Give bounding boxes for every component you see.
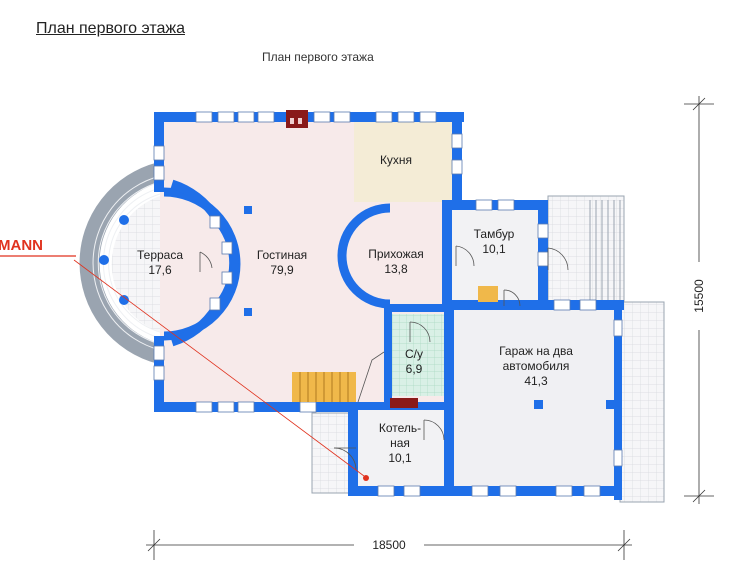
hall-wall-arc (337, 203, 391, 309)
terrace-posts (99, 215, 129, 305)
boiler-floor (358, 410, 446, 486)
room-garage: Гараж на два автомобиля 41,3 (499, 344, 573, 388)
room-living: Гостиная 79,9 (257, 248, 307, 277)
page-heading: План первого этажа (36, 20, 185, 37)
windows (153, 111, 623, 497)
room-area: 17,6 (148, 263, 172, 277)
width-dimension (146, 530, 632, 560)
room-area: 10,1 (482, 242, 506, 256)
room-area: 79,9 (270, 263, 294, 277)
doors (199, 245, 569, 471)
chimney (286, 110, 308, 128)
room-name: Гостиная (257, 248, 307, 262)
garage-apron (619, 301, 665, 503)
staircase (292, 351, 385, 403)
depth-dimension-label: 15500 (692, 279, 706, 313)
room-name: С/у (405, 347, 423, 361)
room-area: 41,3 (524, 374, 548, 388)
entry-porch (547, 195, 625, 305)
room-vestibule: Тамбур 10,1 (474, 227, 515, 256)
width-dimension-label: 18500 (372, 538, 406, 552)
terrace-steps (79, 162, 163, 364)
bathroom-floor (388, 314, 444, 396)
brand-label: MANN (0, 237, 43, 254)
room-kitchen: Кухня (380, 153, 412, 167)
room-name: Котель- (379, 421, 421, 435)
room-terrace: Терраса 17,6 (137, 248, 183, 277)
room-name: Прихожая (368, 247, 424, 261)
room-name: Гараж на два (499, 344, 573, 358)
entry-steps (589, 200, 621, 300)
room-bathroom: С/у 6,9 (405, 347, 423, 376)
callout-dot (363, 475, 369, 481)
kitchen-floor (354, 122, 452, 202)
room-name: Кухня (380, 153, 412, 167)
vestibule-floor (445, 210, 539, 300)
callout-line (73, 259, 365, 477)
columns (244, 206, 615, 409)
room-area: 10,1 (388, 451, 412, 465)
terrace-windows (209, 215, 233, 311)
boiler-vent (390, 398, 418, 408)
room-boiler: Котель- ная 10,1 (379, 421, 421, 465)
room-hall: Прихожая 13,8 (368, 247, 424, 276)
room-area: 6,9 (406, 362, 423, 376)
depth-dimension (684, 96, 714, 504)
small-stairs (478, 286, 498, 302)
room-name: Тамбур (474, 227, 515, 241)
room-area: 13,8 (384, 262, 408, 276)
room-name-line2: ная (390, 436, 410, 450)
plan-caption: План первого этажа (262, 50, 374, 64)
room-name: Терраса (137, 248, 183, 262)
garage-floor (454, 310, 618, 486)
room-name-line2: автомобиля (503, 359, 570, 373)
